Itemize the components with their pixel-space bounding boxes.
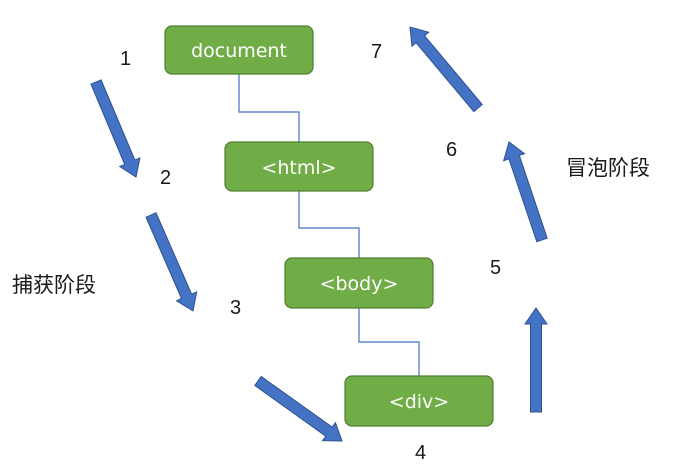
node-html: <html> [224,141,374,192]
node-html-label: <html> [261,157,336,179]
capture-arrow-3 [254,375,343,442]
capture-arrow-1 [90,79,141,178]
capture-arrow-2 [145,212,198,312]
step-4-label: 4 [415,442,426,464]
capture-phase-label: 捕获阶段 [12,273,96,297]
connector-document-html [238,74,300,142]
node-document-label: document [191,40,287,62]
bubble-arrow-3 [409,26,483,113]
tree-connectors [238,74,420,376]
node-div-label: <div> [389,391,449,413]
bubble-arrow-1 [524,307,548,413]
bubble-phase-label: 冒泡阶段 [566,156,650,180]
node-div: <div> [344,375,494,427]
step-5-label: 5 [490,257,501,279]
arrows [90,26,548,442]
step-3-label: 3 [230,297,241,319]
step-1-label: 1 [120,48,131,70]
node-body-label: <body> [320,273,399,295]
step-7-label: 7 [371,41,382,63]
node-body: <body> [284,257,434,309]
step-6-label: 6 [446,139,457,161]
node-document: document [164,25,314,75]
connector-html-body [298,191,360,258]
connector-body-div [358,308,420,376]
bubble-arrow-2 [502,141,548,243]
step-2-label: 2 [160,167,171,189]
